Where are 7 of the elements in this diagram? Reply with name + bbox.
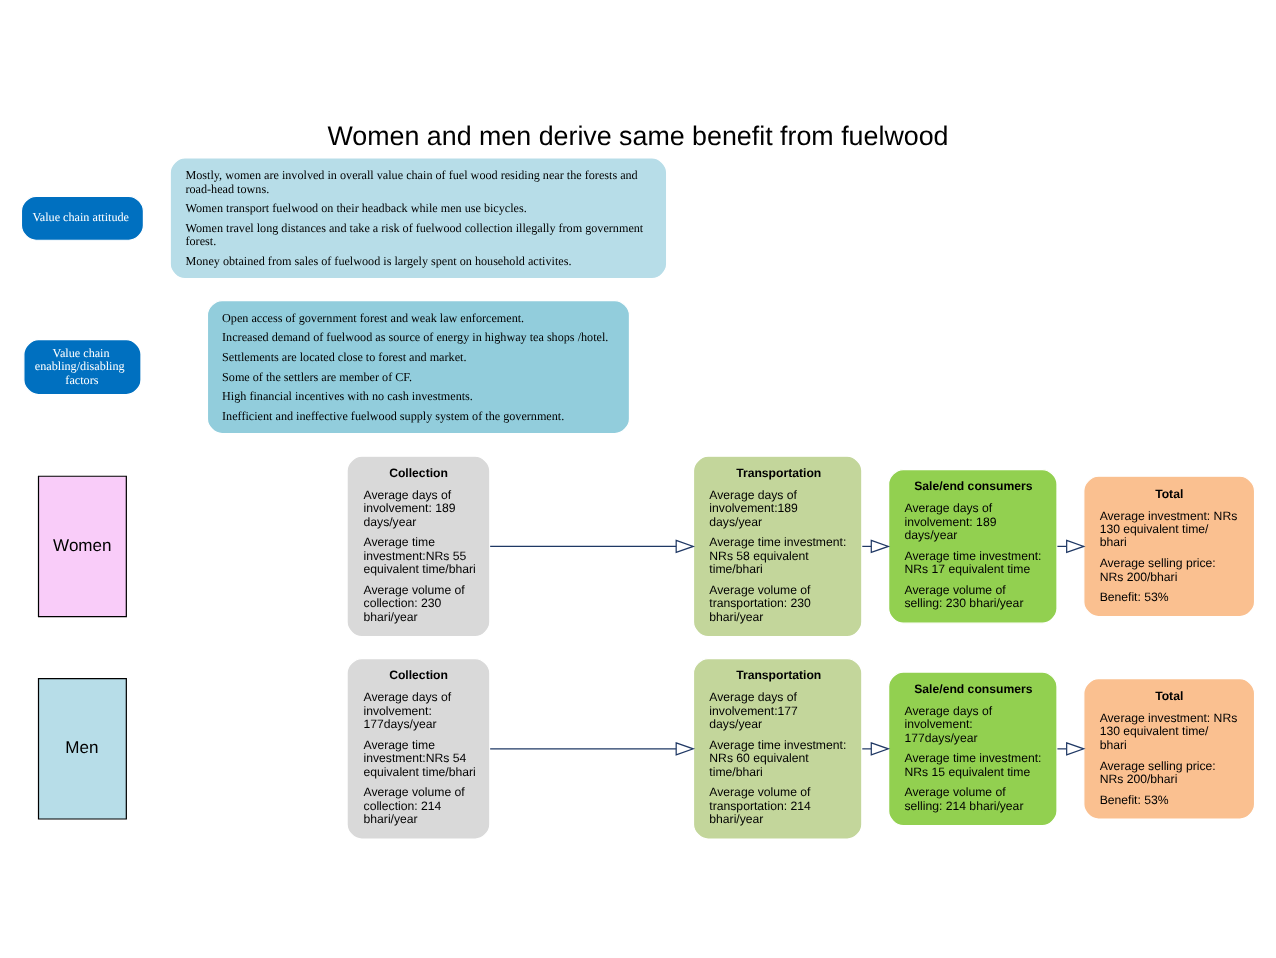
node-box: Women [37, 475, 127, 618]
arrow [489, 539, 696, 554]
arrow [861, 742, 891, 756]
diagram-title: Women and men derive same benefit from fuelwood [327, 121, 949, 152]
arrow [1056, 742, 1086, 756]
node-box: Men [37, 678, 127, 820]
arrow [489, 742, 696, 756]
